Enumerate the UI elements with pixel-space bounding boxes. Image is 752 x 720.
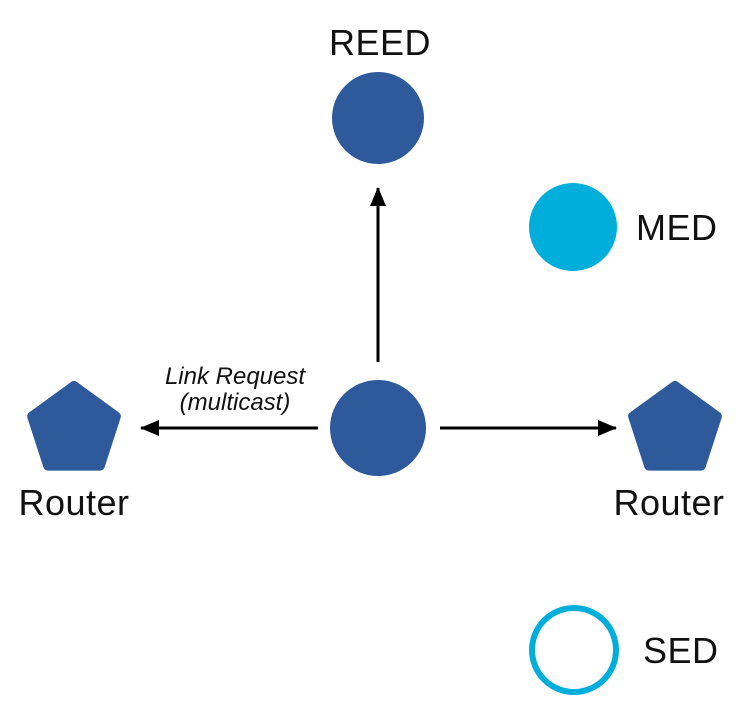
reed-node-circle xyxy=(332,72,424,164)
router-right-pentagon xyxy=(628,381,722,471)
router-left-label: Router xyxy=(18,482,130,523)
sender-node-circle xyxy=(330,380,426,476)
link-request-label: Link Request (multicast) xyxy=(165,364,305,416)
sed-label: SED xyxy=(643,630,719,671)
link-request-label-line1: Link Request xyxy=(164,363,306,390)
link-request-label-line2: (multicast) xyxy=(179,389,291,416)
sed-node-circle xyxy=(529,605,619,695)
router-right-label: Router xyxy=(613,482,725,523)
med-node-circle xyxy=(529,183,617,271)
reed-label: REED xyxy=(328,22,432,63)
router-left-pentagon xyxy=(27,381,121,471)
med-label: MED xyxy=(636,207,718,248)
